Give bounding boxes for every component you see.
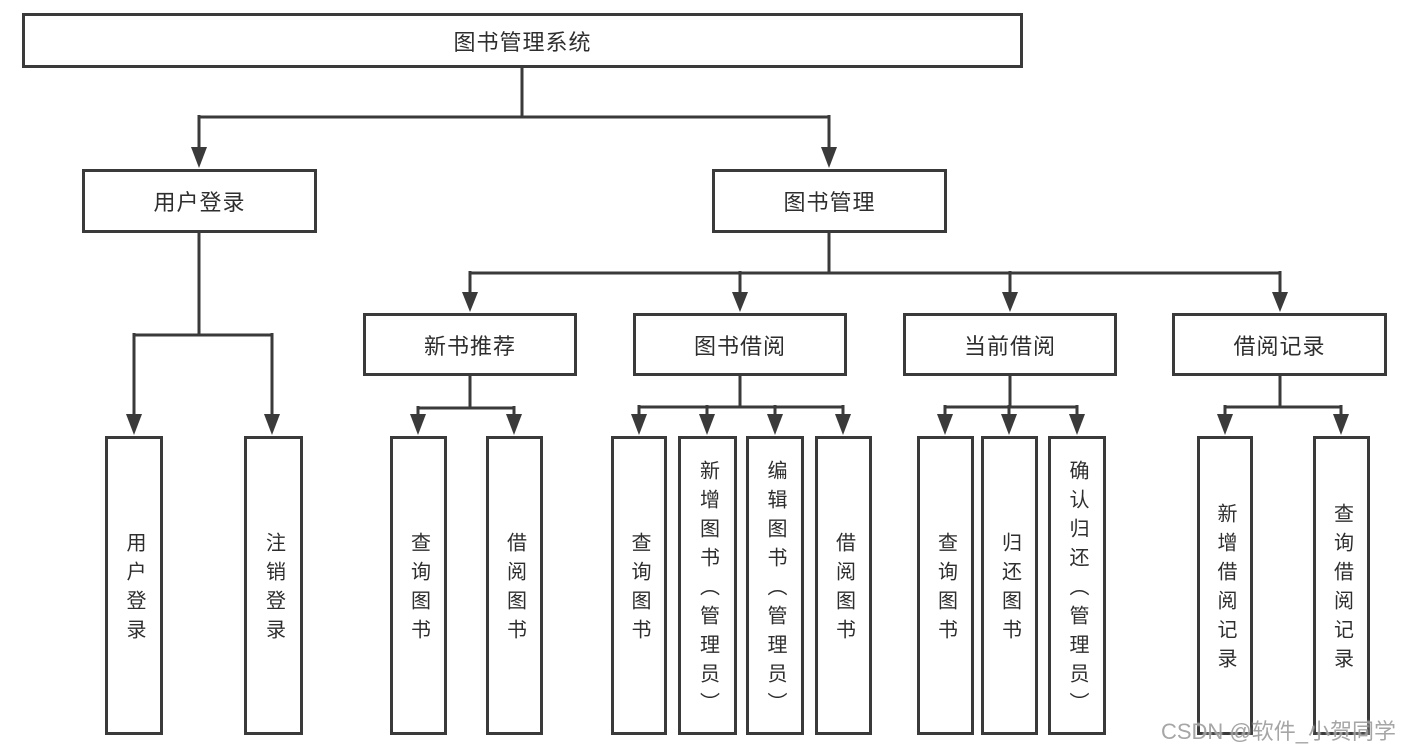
node-book-borrowing: 图书借阅 <box>633 313 847 376</box>
leaf-user-login: 用户登录 <box>105 436 163 735</box>
leaf-query-books: 查询图书 <box>917 436 974 735</box>
csdn-watermark: CSDN @软件_小贺同学 <box>1160 719 1396 744</box>
arrowhead-icons <box>126 147 1349 435</box>
node-root-library-management-system: 图书管理系统 <box>22 13 1023 68</box>
node-current-borrowing: 当前借阅 <box>903 313 1117 376</box>
leaf-borrow-books: 借阅图书 <box>486 436 543 735</box>
leaf-query-books: 查询图书 <box>390 436 447 735</box>
leaf-confirm-return-admin: 确认归还（管理员） <box>1048 436 1106 735</box>
leaf-query-borrow-record: 查询借阅记录 <box>1313 436 1370 735</box>
leaf-query-books: 查询图书 <box>611 436 667 735</box>
leaf-edit-books-admin: 编辑图书（管理员） <box>746 436 804 735</box>
leaf-borrow-books: 借阅图书 <box>815 436 872 735</box>
leaf-add-borrow-record: 新增借阅记录 <box>1197 436 1253 735</box>
leaf-add-books-admin: 新增图书（管理员） <box>678 436 737 735</box>
leaf-logout: 注销登录 <box>244 436 303 735</box>
node-new-book-recommendation: 新书推荐 <box>363 313 577 376</box>
node-user-login: 用户登录 <box>82 169 317 233</box>
node-borrowing-records: 借阅记录 <box>1172 313 1387 376</box>
node-book-management: 图书管理 <box>712 169 947 233</box>
leaf-return-books: 归还图书 <box>981 436 1038 735</box>
